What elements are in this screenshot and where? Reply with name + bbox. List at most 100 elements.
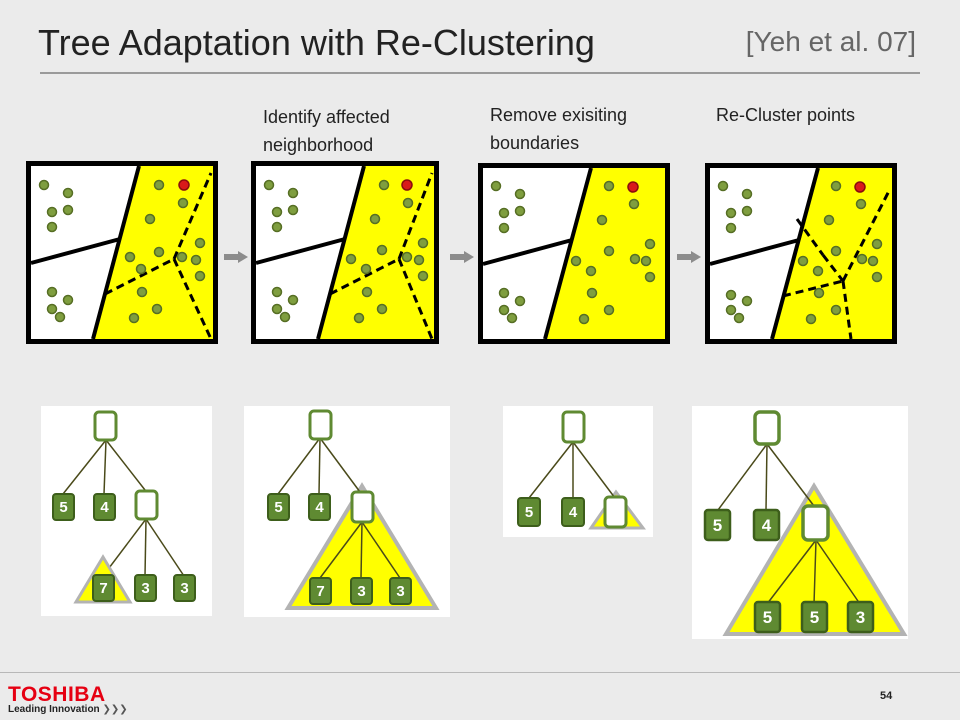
data-point — [855, 198, 867, 210]
data-point — [376, 303, 388, 315]
title-divider — [40, 72, 920, 74]
data-point — [361, 286, 373, 298]
highlight-region — [318, 166, 434, 339]
data-point — [62, 294, 74, 306]
data-point — [378, 179, 390, 191]
data-point — [263, 179, 275, 191]
tree-leaf-label: 5 — [59, 499, 67, 516]
tree-internal-node — [603, 495, 628, 529]
step-label-remove: Remove exisiting boundaries — [490, 105, 628, 153]
data-point — [177, 197, 189, 209]
data-point — [629, 253, 641, 265]
tree-diagram-original: 5 4 7 3 3 — [41, 406, 212, 616]
data-point — [871, 271, 883, 283]
data-point — [360, 263, 372, 275]
data-point — [741, 188, 753, 200]
tree-leaf-node — [703, 508, 732, 542]
data-point — [725, 222, 737, 234]
data-point — [506, 312, 518, 324]
tree-leaf-label: 5 — [810, 608, 819, 627]
data-point — [136, 286, 148, 298]
tree-leaf-label: 5 — [274, 499, 282, 516]
data-point — [871, 238, 883, 250]
tree-leaf-label: 5 — [763, 608, 772, 627]
data-point — [813, 287, 825, 299]
data-point — [135, 263, 147, 275]
data-point — [603, 304, 615, 316]
tree-diagram-remove: 5 4 — [503, 406, 653, 537]
data-point — [570, 255, 582, 267]
data-point — [176, 251, 188, 263]
boundary-line — [255, 237, 346, 265]
data-point — [717, 180, 729, 192]
data-point — [271, 303, 283, 315]
data-point — [417, 237, 429, 249]
data-point — [153, 179, 165, 191]
dashed-boundary — [821, 254, 845, 282]
footer-tagline: Leading Innovation ❯❯❯ — [8, 704, 128, 715]
tree-diagram-identify: 5 4 7 3 3 — [244, 406, 450, 617]
boundary-line — [91, 165, 141, 340]
dashed-boundary — [795, 218, 825, 256]
tree-leaf-node — [846, 600, 875, 634]
tree-leaf-label: 5 — [525, 504, 533, 521]
data-point — [514, 188, 526, 200]
data-point — [585, 265, 597, 277]
new-point — [627, 181, 639, 193]
tree-leaf-node — [309, 577, 332, 605]
tree-internal-node — [134, 489, 159, 521]
tree-leaf-label: 7 — [99, 580, 107, 597]
data-point — [640, 255, 652, 267]
data-point — [46, 303, 58, 315]
tree-leaf-label: 4 — [315, 499, 324, 516]
tree-leaf-label: 3 — [141, 580, 149, 597]
boundary-line — [709, 238, 800, 266]
tree-leaf-node — [134, 574, 157, 602]
partition-panel-original — [26, 161, 218, 344]
data-point — [733, 312, 745, 324]
tree-leaf-node — [308, 493, 331, 521]
tree-leaf-label: 3 — [180, 580, 188, 597]
dashed-boundary — [841, 188, 892, 282]
data-point — [514, 295, 526, 307]
data-point — [151, 303, 163, 315]
data-point — [287, 204, 299, 216]
data-point — [725, 304, 737, 316]
data-point — [603, 180, 615, 192]
data-point — [345, 253, 357, 265]
data-point — [128, 312, 140, 324]
data-point — [856, 253, 868, 265]
tree-diagram-recluster: 5 4 5 5 3 — [692, 406, 908, 639]
data-point — [830, 180, 842, 192]
footer-tagline-text: Leading Innovation — [8, 704, 100, 715]
toshiba-logo: TOSHIBA — [8, 683, 106, 706]
data-point — [644, 271, 656, 283]
data-point — [46, 221, 58, 233]
boundary-line — [30, 237, 121, 265]
boundary-line — [770, 167, 820, 340]
page-number: 54 — [880, 690, 893, 702]
tree-internal-node — [350, 490, 375, 524]
data-point — [498, 287, 510, 299]
data-point — [287, 294, 299, 306]
tree-leaf-node — [173, 574, 196, 602]
data-point — [376, 244, 388, 256]
tree-leaf-node — [52, 493, 75, 521]
data-point — [586, 287, 598, 299]
data-point — [805, 313, 817, 325]
partition-panel-remove — [478, 163, 670, 344]
tree-leaf-node — [800, 600, 829, 634]
tree-leaf-label: 4 — [100, 499, 109, 516]
step-arrow — [677, 250, 701, 268]
data-point — [402, 197, 414, 209]
data-point — [830, 245, 842, 257]
data-point — [644, 238, 656, 250]
data-point — [490, 180, 502, 192]
data-point — [797, 255, 809, 267]
tree-leaf-node — [389, 577, 412, 605]
data-point — [596, 214, 608, 226]
data-point — [46, 206, 58, 218]
dashed-boundary — [172, 258, 213, 340]
data-point — [153, 246, 165, 258]
data-point — [498, 222, 510, 234]
